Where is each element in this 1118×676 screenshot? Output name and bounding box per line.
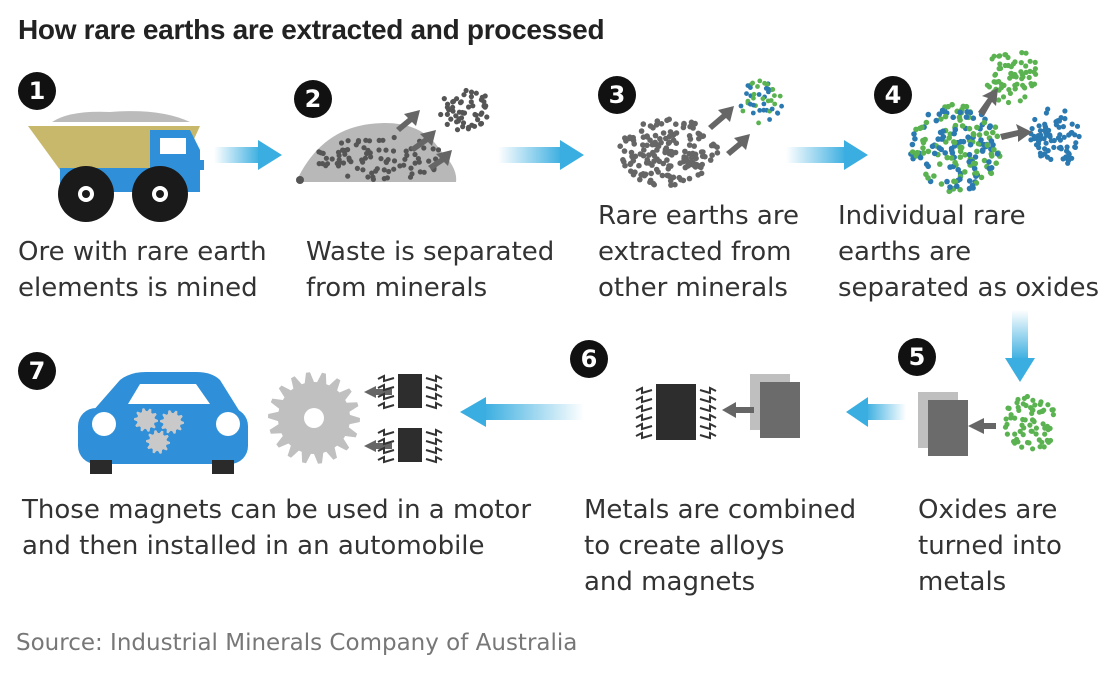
green-oxide-cluster [1002,393,1056,452]
step-3-badge: 3 [598,76,636,114]
caption-line: to create alloys [584,531,785,561]
flow-arrow-4-5 [1005,310,1035,382]
flow-arrow-1-2 [214,140,282,170]
car-icon [78,372,248,474]
magnetic-field-marks [377,374,443,464]
metal-sheets-icon [918,392,1056,456]
flow-arrow-6-7 [460,397,584,427]
green-oxide-cluster [984,50,1039,106]
diagram-title: How rare earths are extracted and proces… [18,14,605,45]
caption-line: from minerals [306,273,488,303]
gear-icon [134,408,184,454]
magnet-chip-icon [635,374,800,440]
caption-line: and then installed in an automobile [22,531,485,561]
flow-arrow-3-4 [786,140,868,170]
source-note: Source: Industrial Minerals Company of A… [16,630,578,656]
caption-line: Metals are combined [584,495,857,525]
step-7-badge: 7 [18,352,56,390]
step-4-badge: 4 [874,76,912,114]
step-4-caption: Individual rare earths are separated as … [838,198,1099,306]
magnetic-field-marks [635,386,717,440]
gray-cluster [617,116,721,188]
caption-line: Individual rare [838,201,1026,231]
caption-line: Waste is separated [306,237,555,267]
step-1-badge: 1 [18,72,56,110]
caption-line: extracted from [598,237,792,267]
step-7-caption: Those magnets can be used in a motor and… [22,492,531,564]
caption-line: Oxides are [918,495,1058,525]
step-2-caption: Waste is separated from minerals [306,234,554,306]
caption-line: Rare earths are [598,201,799,231]
caption-line: turned into [918,531,1062,561]
ore-pile-icon [296,87,490,184]
caption-line: separated as oxides [838,273,1100,303]
magnet-chips-icon [364,374,443,464]
step-6-badge: 6 [570,340,608,378]
rare-earth-cluster [738,78,784,126]
mineral-cluster-icon [617,78,784,188]
oxide-clusters-icon [908,50,1082,195]
step-3-caption: Rare earths are extracted from other min… [598,198,799,306]
particle-arrows [396,110,452,170]
step-5-caption: Oxides are turned into metals [918,492,1062,600]
step-2-badge: 2 [294,80,332,118]
step-6-caption: Metals are combined to create alloys and… [584,492,856,600]
separate-arrows [978,88,1032,142]
flow-arrow-5-6 [846,397,906,427]
caption-line: Those magnets can be used in a motor [22,495,532,525]
caption-line: Ore with rare earth [18,237,267,267]
caption-line: metals [918,567,1007,597]
step-1-caption: Ore with rare earth elements is mined [18,234,267,306]
caption-line: and magnets [584,567,756,597]
flow-arrow-2-3 [498,140,584,170]
caption-line: other minerals [598,273,788,303]
motor-gear-icon [268,372,360,464]
particle-cloud [438,87,490,133]
caption-line: earths are [838,237,972,267]
extract-arrows [708,106,750,156]
caption-line: elements is mined [18,273,258,303]
dump-truck-icon [28,111,204,222]
blue-oxide-cluster [1028,106,1082,166]
step-5-badge: 5 [898,338,936,376]
mixed-cluster [908,101,1003,195]
